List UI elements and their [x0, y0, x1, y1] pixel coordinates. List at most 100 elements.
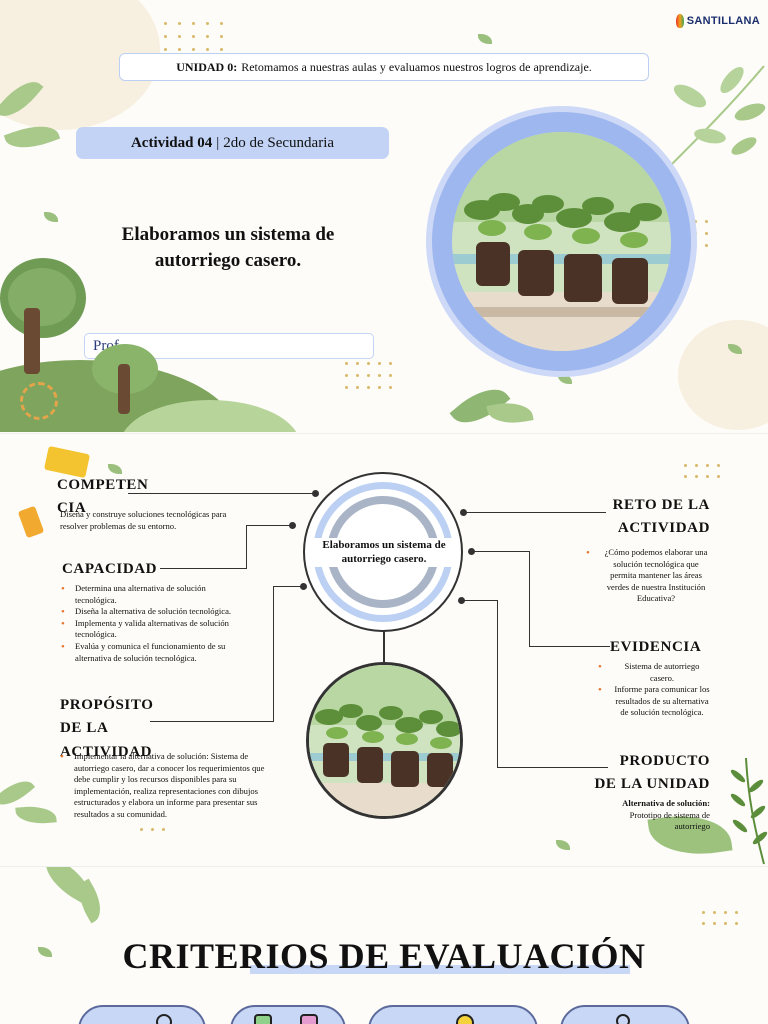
- reto-heading: RETO DE LA ACTIVIDAD: [598, 494, 710, 541]
- producto-description: Prototipo de sistema de autorriego: [629, 809, 710, 832]
- leaf-decoration: [728, 344, 742, 354]
- list-item: ¿Cómo podemos elaborar una solución tecn…: [586, 546, 712, 605]
- proposito-heading-line2: DE LA: [60, 720, 109, 737]
- connector-node: [468, 548, 475, 555]
- leaf-decoration: [38, 947, 52, 957]
- folder-icon: [300, 1014, 318, 1024]
- slide-overview: Elaboramos un sistema de autorriego case…: [0, 433, 768, 865]
- list-item: Implementar la alternativa de solución: …: [60, 750, 265, 821]
- unit-label: UNIDAD 0:: [176, 59, 238, 74]
- list-item: Implementa y valida alternativas de solu…: [61, 617, 241, 641]
- leaf-decoration: [15, 804, 57, 826]
- list-item: Determina una alternativa de solución te…: [61, 582, 241, 606]
- connector-line: [128, 493, 316, 494]
- fern-icon: [730, 757, 768, 865]
- leaf-decoration: [556, 840, 570, 850]
- slide-criteria: CRITERIOS DE EVALUACIÓN: [0, 866, 768, 1024]
- connector-line: [464, 512, 606, 513]
- connector-node: [458, 597, 465, 604]
- plants-image-icon: [309, 665, 460, 816]
- title-underline: [250, 965, 630, 974]
- plant-photo: [306, 662, 463, 819]
- producto-label: Alternativa de solución: [622, 798, 708, 808]
- cover-title: Elaboramos un sistema de autorriego case…: [90, 222, 366, 273]
- criteria-title: CRITERIOS DE EVALUACIÓN: [122, 936, 646, 976]
- folder-icon: [254, 1014, 272, 1024]
- logo-text: SANTILLANA: [686, 15, 760, 27]
- activity-grade: 2do de Secundaria: [223, 134, 335, 151]
- proposito-list: Implementar la alternativa de solución: …: [60, 750, 265, 821]
- proposito-heading-line1: PROPÓSITO: [60, 697, 154, 713]
- tree-trunk: [24, 308, 40, 374]
- plants-image-icon: [452, 132, 671, 351]
- unit-banner: UNIDAD 0: Retomamos a nuestras aulas y e…: [119, 53, 649, 81]
- lightbulb-icon: [456, 1014, 474, 1024]
- sun-icon: [616, 1014, 630, 1024]
- logo-icon: [676, 14, 684, 28]
- competencia-text: Diseña y construye soluciones tecnológic…: [60, 509, 227, 531]
- connector-node: [460, 509, 467, 516]
- santillana-logo: SANTILLANA: [676, 9, 760, 33]
- badge-icon: [20, 382, 58, 420]
- list-item: Diseña la alternativa de solución tecnol…: [61, 605, 241, 619]
- activity-separator: |: [216, 134, 220, 151]
- plant-photo-frame: [432, 112, 691, 371]
- slide-cover: SANTILLANA UNIDAD 0: Retomamos a nuestra…: [0, 0, 768, 432]
- dots-decoration: [702, 911, 738, 925]
- leaf-decoration: [44, 212, 58, 222]
- criteria-card: [368, 1005, 538, 1024]
- activity-label: Actividad 04: [130, 134, 213, 151]
- connector-line: [498, 767, 608, 768]
- cover-title-line1: Elaboramos un sistema de: [121, 224, 335, 245]
- evidencia-list: Sistema de autorriego casero. Informe pa…: [598, 660, 712, 719]
- central-topic-line2: autorriego casero.: [341, 553, 427, 566]
- dots-decoration: [345, 362, 392, 389]
- competencia-heading-line2: CIA: [57, 500, 87, 517]
- reto-heading-line1: RETO DE LA: [612, 497, 710, 513]
- branch-leaves-icon: [669, 65, 766, 167]
- unit-text: Retomamos a nuestras aulas y evaluamos n…: [241, 59, 592, 74]
- evidencia-heading: EVIDENCIA: [610, 639, 702, 655]
- decor-blob: [678, 320, 768, 430]
- list-item: Evalúa y comunica el funcionamiento de s…: [61, 640, 241, 664]
- reto-list: ¿Cómo podemos elaborar una solución tecn…: [586, 546, 712, 605]
- central-topic: Elaboramos un sistema de autorriego case…: [303, 472, 463, 632]
- tree-trunk: [118, 364, 130, 414]
- competencia-heading-line1: COMPETEN: [57, 477, 149, 493]
- search-icon: [156, 1014, 172, 1024]
- central-topic-line1: Elaboramos un sistema de: [322, 539, 446, 551]
- criteria-card: [78, 1005, 206, 1024]
- dots-decoration: [164, 22, 223, 51]
- connector-node: [312, 490, 319, 497]
- plant-photo: [452, 132, 671, 351]
- connector-line: [160, 568, 247, 569]
- capacidad-list: Determina una alternativa de solución te…: [61, 582, 241, 664]
- reto-heading-line2: ACTIVIDAD: [617, 520, 710, 537]
- producto-heading-line1: PRODUCTO: [619, 753, 710, 769]
- producto-text: Alternativa de solución: Prototipo de si…: [622, 798, 710, 832]
- leaf-decoration: [558, 374, 572, 384]
- dots-decoration: [694, 220, 708, 247]
- marker-decoration: [17, 505, 45, 539]
- connector-line: [273, 586, 303, 722]
- connector-line: [150, 721, 274, 722]
- connector-line: [383, 630, 385, 664]
- connector-line: [462, 600, 498, 768]
- list-item: Sistema de autorriego casero.: [598, 660, 712, 684]
- dots-decoration: [684, 464, 720, 478]
- producto-heading-line2: DE LA UNIDAD: [594, 776, 710, 793]
- tree-icon: [8, 268, 76, 326]
- competencia-heading: COMPETEN CIA: [57, 474, 148, 521]
- criteria-card: [230, 1005, 346, 1024]
- leaf-decoration: [108, 464, 122, 474]
- connector-node: [300, 583, 307, 590]
- connector-line: [530, 646, 610, 647]
- central-topic-text: Elaboramos un sistema de autorriego case…: [309, 538, 459, 567]
- cover-title-line2: autorriego casero.: [154, 249, 302, 271]
- connector-line: [472, 551, 530, 647]
- connector-node: [289, 522, 296, 529]
- producto-heading: PRODUCTO DE LA UNIDAD: [584, 750, 710, 797]
- activity-banner: Actividad 04 | 2do de Secundaria: [76, 127, 389, 159]
- connector-line: [246, 525, 293, 569]
